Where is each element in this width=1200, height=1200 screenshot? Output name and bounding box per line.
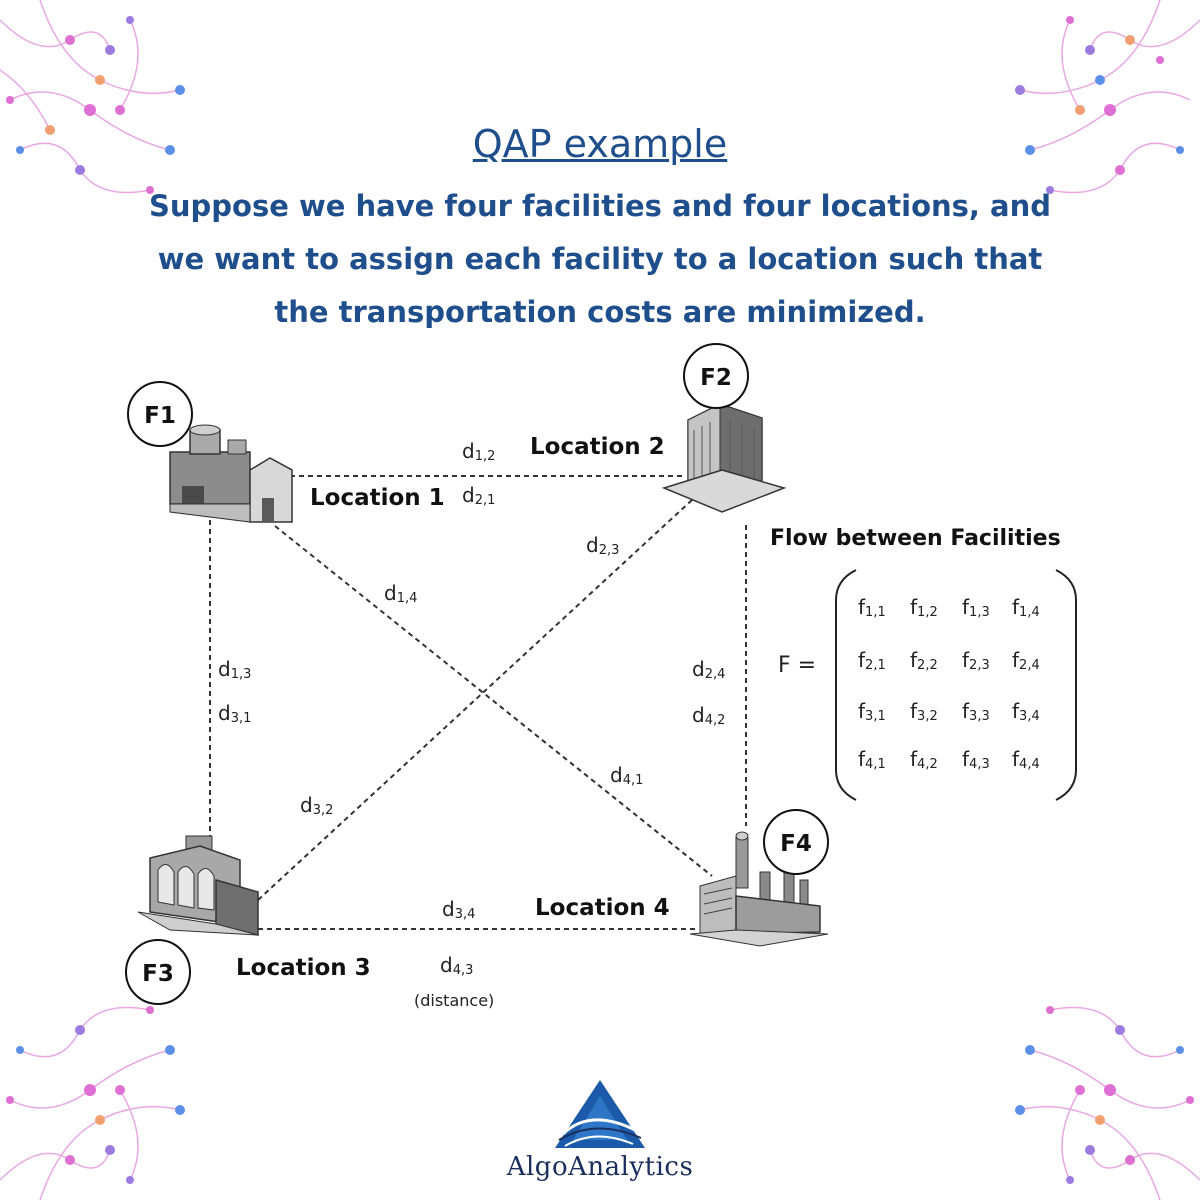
distance-label-d21: d2,1	[462, 483, 495, 508]
corner-network-top-left	[0, 0, 185, 194]
brand-name: AlgoAnalytics	[506, 1152, 694, 1182]
facility-tag-f3-label: F3	[142, 961, 174, 987]
corner-network-top-right	[1015, 0, 1200, 194]
facility-tag-f2-label: F2	[700, 365, 732, 391]
matrix-cell: f4,1	[858, 747, 886, 772]
facility-tag-f3: F3	[125, 939, 191, 1005]
matrix-left-bracket	[835, 569, 857, 801]
location-4-label: Location 4	[535, 895, 670, 921]
distance-label-d14: d1,4	[384, 581, 417, 606]
location-2-label: Location 2	[530, 434, 665, 460]
distance-label-d23: d2,3	[586, 533, 619, 558]
flow-matrix-cells: f1,1 f1,2 f1,3 f1,4 f2,1 f2,2 f2,3 f2,4 f3,1 f3,2…	[858, 595, 1040, 772]
office-building-icon-f2	[661, 403, 787, 513]
facility-tag-f1-label: F1	[144, 403, 176, 429]
distance-label-d31: d3,1	[218, 701, 251, 726]
matrix-cell: f2,3	[962, 648, 990, 673]
distance-label-d34: d3,4	[442, 897, 475, 922]
distance-label-d42: d4,2	[692, 703, 725, 728]
distance-label-d12: d1,2	[462, 439, 495, 464]
matrix-cell: f4,2	[910, 747, 938, 772]
matrix-cell: f2,2	[910, 648, 938, 673]
distance-label-d24: d2,4	[692, 657, 725, 682]
matrix-cell: f2,4	[1012, 648, 1040, 673]
facility-tag-f2: F2	[683, 343, 749, 409]
factory-icon-f3	[137, 835, 259, 936]
corner-network-bottom-right	[1015, 1006, 1200, 1200]
distance-note: (distance)	[414, 991, 494, 1010]
corner-network-bottom-left	[0, 1006, 185, 1200]
flow-matrix-label: F =	[778, 653, 816, 678]
facility-tag-f1: F1	[127, 381, 193, 447]
location-1-label: Location 1	[310, 485, 445, 511]
flow-title: Flow between Facilities	[770, 526, 1061, 551]
subtitle-line-1: Suppose we have four facilities and four…	[148, 189, 1052, 223]
matrix-cell: f4,4	[1012, 747, 1040, 772]
page-subtitle: Suppose we have four facilities and four…	[100, 180, 1100, 339]
page-title: QAP example	[472, 122, 728, 166]
edge-1-4	[274, 525, 713, 877]
matrix-cell: f2,1	[858, 648, 886, 673]
distance-label-d13: d1,3	[218, 657, 251, 682]
refinery-icon-f4	[689, 831, 829, 947]
edge-2-3	[257, 499, 693, 901]
distance-label-d43: d4,3	[440, 953, 473, 978]
location-3-label: Location 3	[236, 955, 371, 981]
factory-icon-f1	[169, 424, 293, 523]
matrix-cell: f1,2	[910, 595, 938, 620]
distance-label-d32: d3,2	[300, 793, 333, 818]
matrix-cell: f3,1	[858, 699, 886, 724]
facility-tag-f4: F4	[763, 809, 829, 875]
matrix-cell: f3,4	[1012, 699, 1040, 724]
distance-label-d41: d4,1	[610, 763, 643, 788]
matrix-cell: f3,2	[910, 699, 938, 724]
matrix-cell: f1,1	[858, 595, 886, 620]
matrix-right-bracket	[1055, 569, 1077, 801]
subtitle-line-2: we want to assign each facility to a loc…	[157, 242, 1043, 276]
subtitle-line-3: the transportation costs are minimized.	[274, 295, 926, 329]
matrix-cell: f3,3	[962, 699, 990, 724]
facility-tag-f4-label: F4	[780, 831, 812, 857]
matrix-cell: f4,3	[962, 747, 990, 772]
algoanalytics-logo-icon	[555, 1080, 645, 1148]
matrix-cell: f1,4	[1012, 595, 1040, 620]
matrix-cell: f1,3	[962, 595, 990, 620]
